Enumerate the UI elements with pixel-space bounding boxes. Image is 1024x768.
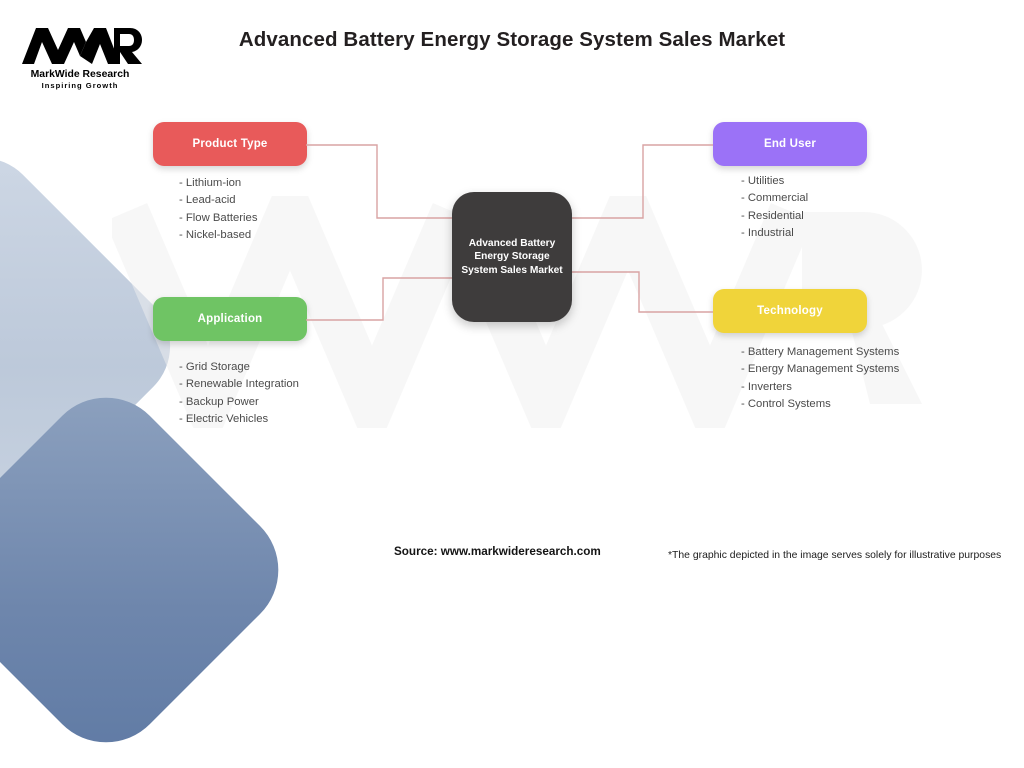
branch-label-technology: Technology — [757, 305, 823, 317]
branch-items-end-user: - Utilities - Commercial - Residential -… — [741, 173, 808, 243]
list-item: - Utilities — [741, 175, 785, 187]
logo-tagline: Inspiring Growth — [42, 81, 119, 90]
branch-label-application: Application — [197, 313, 263, 325]
list-item: - Industrial — [741, 227, 794, 240]
page-title: Advanced Battery Energy Storage System S… — [238, 28, 786, 51]
logo-name: MarkWide Research — [31, 69, 130, 80]
hub-line-2: Energy Storage — [474, 251, 550, 263]
disclaimer-note: *The graphic depicted in the image serve… — [668, 550, 1002, 561]
branch-label-product-type: Product Type — [192, 138, 268, 150]
branch-items-application: - Grid Storage - Renewable Integration -… — [179, 359, 299, 429]
central-hub-node[interactable]: Advanced Battery Energy Storage System S… — [452, 192, 572, 322]
list-item: - Commercial — [741, 192, 809, 205]
list-item: - Flow Batteries — [179, 211, 258, 224]
branch-items-technology: - Battery Management Systems - Energy Ma… — [741, 344, 899, 414]
decorative-shape-dark — [0, 372, 304, 768]
markwide-research-logo: MarkWide Research Inspiring Growth — [22, 28, 142, 90]
hub-line-3: System Sales Market — [461, 264, 563, 276]
list-item: - Backup Power — [179, 395, 259, 408]
list-item: - Lithium-ion — [179, 177, 242, 189]
central-hub-label: Advanced Battery Energy Storage System S… — [461, 237, 562, 278]
list-item: - Grid Storage — [179, 361, 250, 373]
list-item: - Battery Management Systems — [741, 346, 900, 358]
list-item: - Renewable Integration — [179, 378, 299, 391]
branch-items-product-type: - Lithium-ion - Lead-acid - Flow Batteri… — [179, 175, 257, 245]
branch-chip-product-type[interactable]: Product Type — [153, 122, 307, 166]
branch-chip-technology[interactable]: Technology — [713, 289, 867, 333]
list-item: - Lead-acid — [179, 194, 236, 207]
list-item: - Energy Management Systems — [741, 363, 900, 376]
branch-label-end-user: End User — [763, 138, 817, 150]
branch-chip-application[interactable]: Application — [153, 297, 307, 341]
branch-chip-end-user[interactable]: End User — [713, 122, 867, 166]
hub-line-1: Advanced Battery — [468, 237, 556, 249]
list-item: - Control Systems — [741, 398, 831, 411]
list-item: - Inverters — [741, 380, 792, 393]
list-item: - Nickel-based — [179, 229, 252, 242]
source-note: Source: www.markwideresearch.com — [394, 545, 601, 558]
list-item: - Residential — [741, 209, 804, 222]
list-item: - Electric Vehicles — [179, 413, 269, 426]
